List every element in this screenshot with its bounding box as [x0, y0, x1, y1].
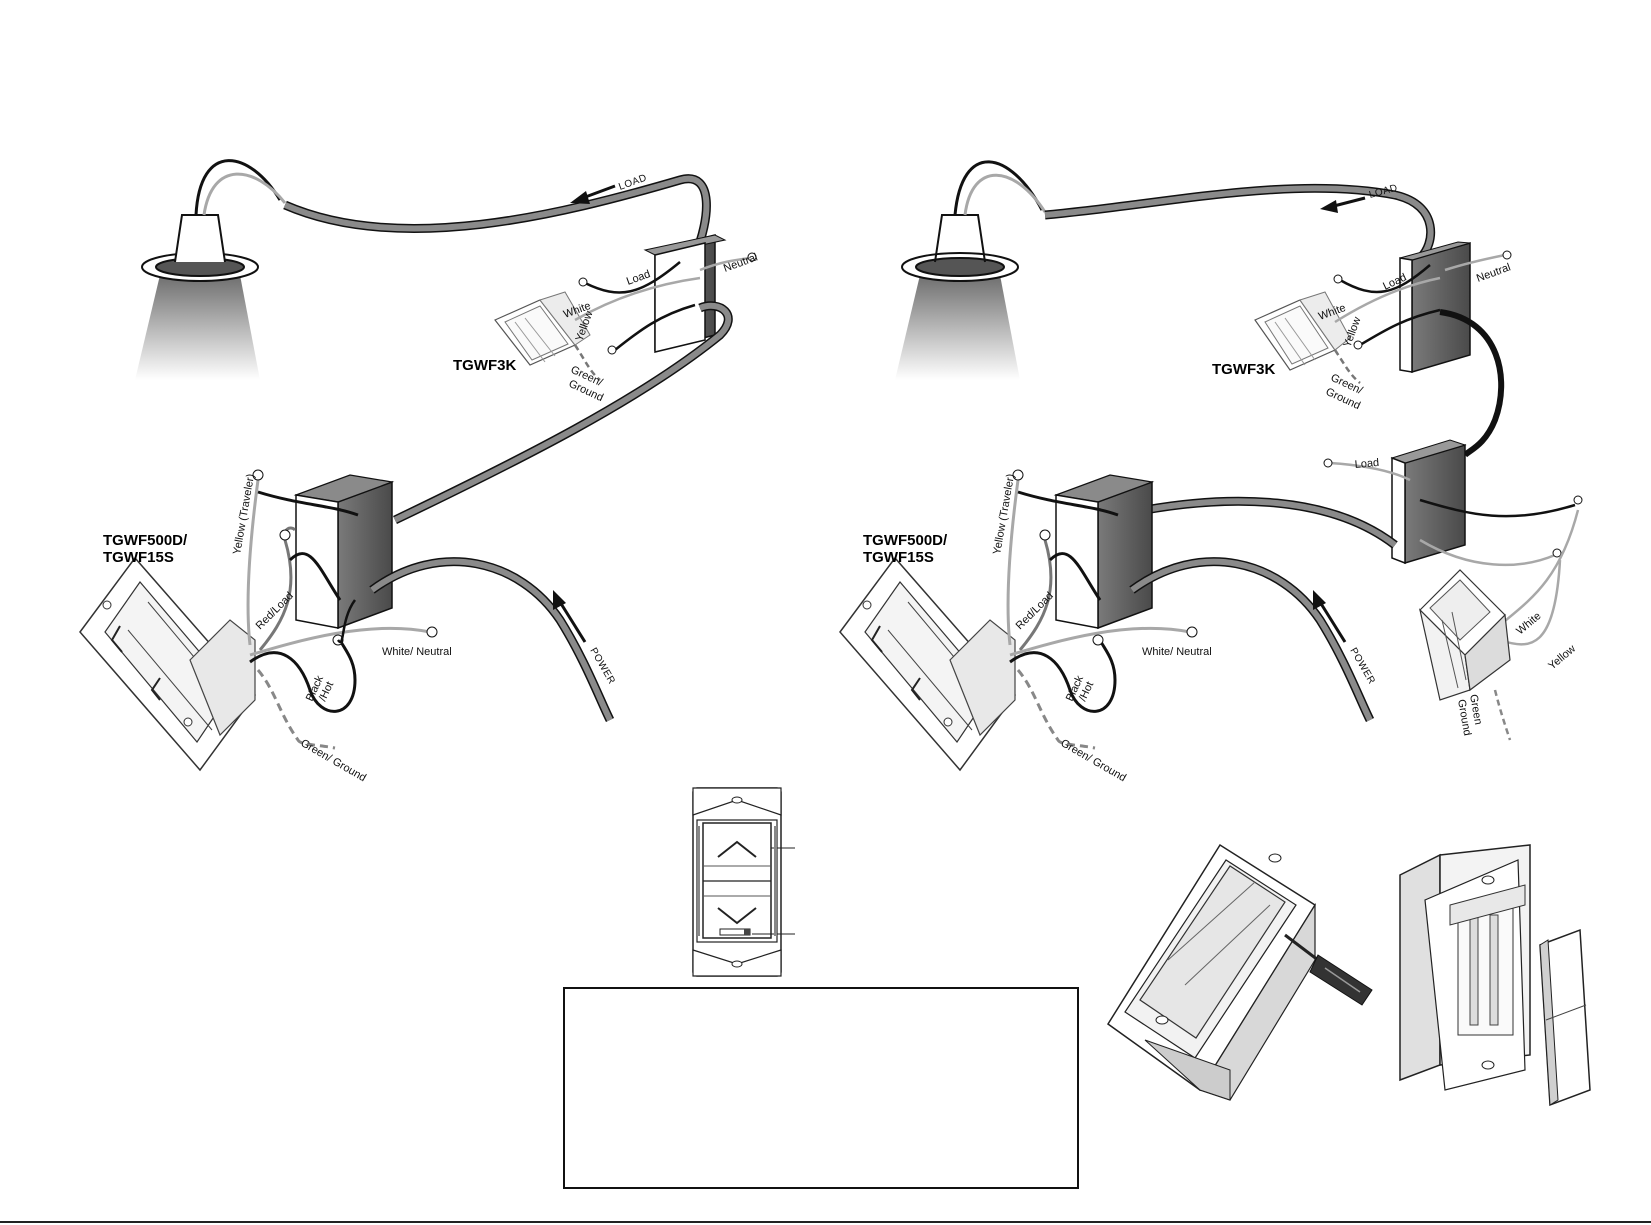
left-main-model-line2: TGWF15S	[103, 549, 174, 566]
right-main-model-line2: TGWF15S	[863, 549, 934, 566]
faceplate-removal-exploded	[1399, 844, 1591, 1107]
right-wire-red-load-label: Red/Load	[1014, 590, 1056, 632]
left-remote-device	[494, 291, 591, 366]
left-main-device	[79, 556, 256, 772]
left-light-beam	[135, 275, 260, 380]
screwdriver-shaft	[1284, 933, 1319, 962]
right-wire-load2-label: Load	[1354, 457, 1379, 471]
bottom-rule	[0, 1221, 1651, 1223]
right-remote-device	[1254, 291, 1351, 371]
left-light-fixture	[135, 214, 260, 380]
right-wire-green2-label: Green	[1467, 693, 1484, 725]
right-wire-yellow2-label: Yellow	[1546, 643, 1578, 672]
left-wire-red-load-label: Red/Load	[254, 590, 296, 632]
right-main-wires	[1006, 469, 1198, 750]
right-wiring-diagram: LOAD Load Neutral Whit	[839, 160, 1583, 784]
right-remote-model-label: TGWF3K	[1212, 361, 1275, 378]
right-remote-wires	[1333, 250, 1512, 384]
left-remote-wires	[573, 252, 757, 381]
right-lower-wires	[1323, 458, 1583, 741]
right-wire-green-ground-label: Green/ Ground	[1059, 737, 1129, 784]
left-main-junction-box	[293, 474, 395, 630]
left-wire-green-ground-label: Green/ Ground	[299, 737, 369, 784]
left-load-cable	[194, 159, 711, 257]
right-lower-remote-device	[1418, 569, 1511, 701]
device-front-view	[692, 787, 795, 977]
right-main-device	[839, 556, 1016, 772]
right-main-model-line1: TGWF500D/	[863, 532, 948, 549]
right-box-link-cable	[1439, 309, 1505, 458]
right-wire-white2-label: White	[1514, 610, 1543, 637]
faceplate-removal-screwdriver	[1106, 843, 1373, 1101]
right-lower-junction-box	[1390, 439, 1467, 565]
right-wire-white-neutral-label: White/ Neutral	[1142, 646, 1212, 658]
up-arrow-icon	[717, 840, 757, 858]
down-arrow-icon	[717, 907, 757, 925]
left-wire-neutral-label: Neutral	[722, 251, 759, 274]
right-load-cable	[953, 160, 1435, 262]
screwdriver-handle	[1309, 954, 1373, 1006]
left-wire-white-neutral-label: White/ Neutral	[382, 646, 452, 658]
right-wire-neutral-label: Neutral	[1475, 261, 1512, 284]
right-light-fixture	[895, 214, 1020, 380]
right-remote-junction-box	[1399, 241, 1471, 374]
left-wiring-diagram: LOAD Load	[79, 159, 759, 784]
status-led	[744, 929, 750, 935]
right-light-beam	[895, 275, 1020, 380]
left-remote-model-label: TGWF3K	[453, 357, 516, 374]
left-main-model-line1: TGWF500D/	[103, 532, 188, 549]
right-main-junction-box	[1053, 474, 1155, 630]
left-remote-junction-box	[643, 234, 727, 353]
left-main-wires	[246, 469, 438, 750]
notes-box	[563, 987, 1079, 1189]
